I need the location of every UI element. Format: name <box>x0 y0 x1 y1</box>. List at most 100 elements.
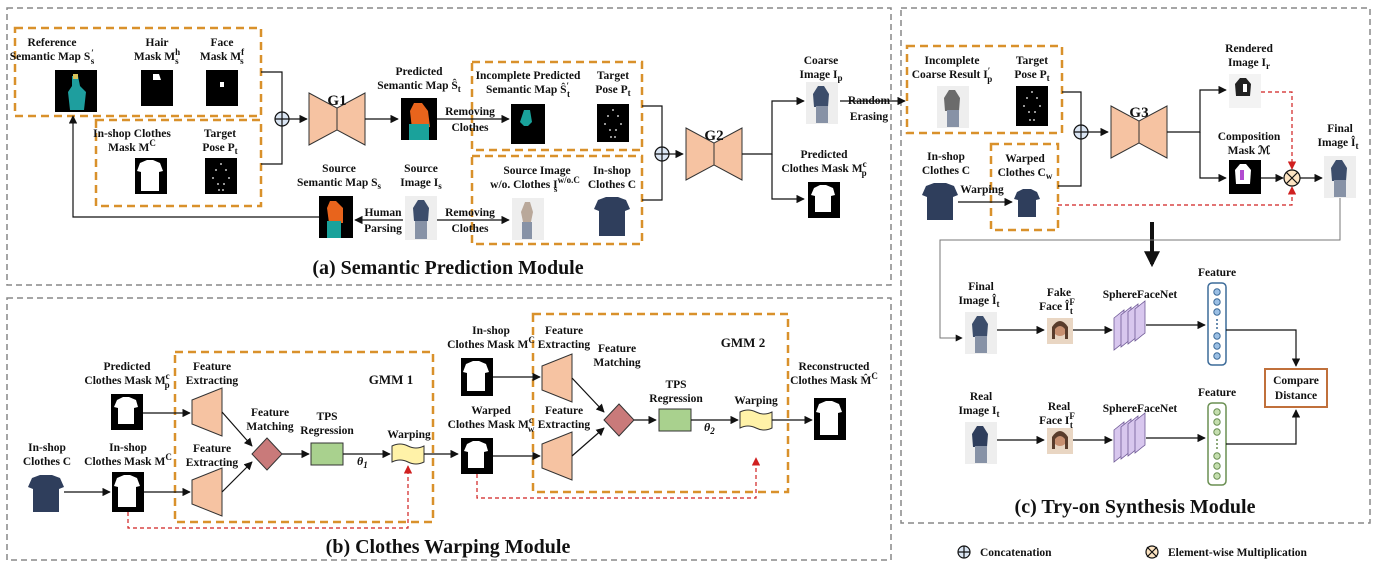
warping2-label: Warping <box>734 395 778 407</box>
warped-clothes-image <box>1014 189 1040 217</box>
pred-semantic-shirt <box>410 103 430 129</box>
final-legs <box>1334 180 1346 197</box>
edge-warped-mult-red <box>1058 186 1297 206</box>
incomplete-coarse-box <box>905 44 1064 135</box>
legend-concat-plus <box>958 546 970 558</box>
pose-dots-2 <box>604 109 622 138</box>
incomplete-pred-figure <box>520 110 532 126</box>
inshop-clothes-a-image <box>594 197 630 236</box>
gmm2-box <box>531 312 790 494</box>
compare-distance-box <box>1264 368 1328 408</box>
inshop-mask-b-shirt <box>114 475 140 507</box>
edge-incomplete-to-concat <box>642 105 663 147</box>
warped-clothes-box <box>989 142 1060 232</box>
legend-multiply-cross <box>1146 546 1158 558</box>
g2-generator <box>685 127 743 181</box>
edge-fe3-match <box>571 377 605 413</box>
source-image-legs <box>415 221 427 239</box>
real-image-legs <box>975 446 987 463</box>
feature-2-ellipsis <box>1216 439 1218 449</box>
g3-generator <box>1110 105 1168 159</box>
feature-extractor-4 <box>541 431 573 481</box>
multiply-cross <box>1285 171 1299 185</box>
inshop-mask-2-shirt <box>463 361 489 391</box>
source-semantic-shirt <box>327 201 343 223</box>
edge-warped-warp2-red <box>476 457 761 499</box>
legend: Concatenation Element-wise Multiplicatio… <box>957 545 1308 559</box>
edge-g2-mask <box>771 154 805 204</box>
warping-c-label: Warping <box>960 184 1004 196</box>
source-semantic-legs <box>327 221 341 238</box>
g3-label: G3 <box>1129 105 1148 121</box>
edge-fe4-match <box>571 427 605 457</box>
legend-concat-label: Concatenation <box>980 547 1052 559</box>
inshop-clothes-b-image <box>28 475 64 512</box>
feature-2-dots <box>1213 408 1221 480</box>
edge-warped-to-concat <box>1058 139 1082 187</box>
edge-final-to-final2 <box>939 198 1341 342</box>
concat-plus-2 <box>655 147 669 161</box>
edge-fe2-match <box>221 461 253 493</box>
gmm1-label: GMM 1 <box>369 372 413 387</box>
edge-source-semantic-to-reference <box>68 115 319 218</box>
clothes-pose-box <box>94 118 263 208</box>
incomplete-coarse-shirt <box>944 90 960 111</box>
source-wo-figure <box>521 202 533 222</box>
real-image-shirt <box>972 426 988 447</box>
legend-multiply-label: Element-wise Multiplication <box>1168 547 1308 559</box>
face-mask-image <box>206 70 238 106</box>
final-shirt <box>1331 160 1347 181</box>
tps-regression-2 <box>658 408 692 432</box>
theta2-label: θ2 <box>704 420 715 436</box>
reference-semantic-figure <box>68 76 86 110</box>
edge-feature1-compare <box>1226 329 1301 367</box>
pred-mask-b-shirt <box>114 397 138 424</box>
source-image-shirt <box>413 200 429 221</box>
feature-extractor-3 <box>541 353 573 403</box>
edge-g2-coarse <box>742 96 805 155</box>
g2-label: G2 <box>704 128 723 144</box>
feature-matching-2 <box>603 403 635 437</box>
panel-a-title: (a) Semantic Prediction Module <box>312 257 583 279</box>
gmm2-label: GMM 2 <box>721 335 765 350</box>
panel-a-frame <box>6 7 892 286</box>
sphere-1-label: SphereFaceNet <box>1103 289 1178 301</box>
concat-plus-3 <box>1074 125 1088 139</box>
warping1-label: Warping <box>387 429 431 441</box>
panel-b-frame <box>6 297 892 561</box>
edge-pose-to-concat <box>261 126 283 165</box>
feature-extractor-1 <box>191 387 223 437</box>
edge-g3-rendered <box>1167 85 1227 133</box>
